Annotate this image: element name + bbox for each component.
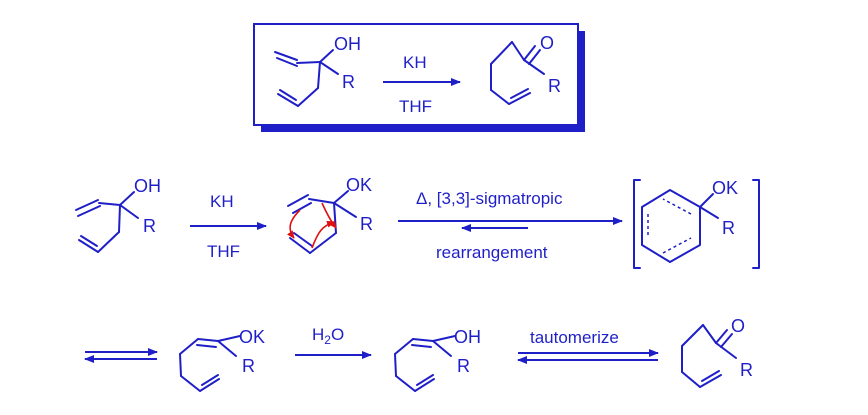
step3-enol: OH R: [394, 327, 481, 392]
step1-reactant-r-label: R: [143, 216, 156, 236]
summary-box-frame: [253, 23, 579, 126]
step3-product-r-label: R: [740, 360, 753, 380]
step3-enol-r-label: R: [457, 356, 470, 376]
step1-arrow: KH THF: [190, 192, 267, 261]
six-membered-ring: [641, 189, 701, 263]
step3-tautomerize-arrow: tautomerize: [517, 328, 659, 364]
step1-alkoxide: OK R: [287, 175, 373, 254]
step1-reactant: OH R: [75, 176, 161, 253]
summary-box: OH R KH THF O R: [253, 23, 585, 132]
step3-enolate: OK R: [179, 327, 265, 392]
step3-enolate-r-label: R: [242, 356, 255, 376]
step3-equilibrium-lead: [84, 348, 158, 363]
step1-reagent-kh: KH: [210, 192, 234, 211]
step1-reagent-thf: THF: [207, 242, 240, 261]
step2-intermediate-r-label: R: [722, 218, 735, 238]
summary-reactant: OH R: [274, 34, 361, 107]
curly-arrow-3: [321, 202, 337, 229]
step3-h2o-arrow: H2O: [295, 325, 372, 359]
step2-condition-top: Δ, [3,3]-sigmatropic: [416, 189, 563, 208]
summary-product: O R: [490, 33, 561, 105]
step1-alkoxide-r-label: R: [360, 214, 373, 234]
step2-equilibrium: Δ, [3,3]-sigmatropic rearrangement: [398, 189, 623, 262]
summary-product-r-label: R: [548, 76, 561, 96]
summary-reagent-kh: KH: [403, 53, 427, 72]
step3-product: O R: [681, 316, 753, 388]
delocalized-bonds: [647, 198, 692, 254]
curly-arrow-1: [287, 209, 301, 239]
summary-arrow: KH THF: [383, 53, 461, 116]
step3-tautomerize-label: tautomerize: [530, 328, 619, 347]
step2-intermediate: OK R: [633, 178, 760, 269]
step3-reagent-h2o: H2O: [312, 325, 344, 347]
step3-enol-oh-label: OH: [454, 327, 481, 347]
summary-reagent-thf: THF: [399, 97, 432, 116]
step1-alkoxide-ok-label: OK: [346, 175, 372, 195]
step2-intermediate-ok-label: OK: [712, 178, 738, 198]
step1-reactant-oh-label: OH: [134, 176, 161, 196]
step3-enolate-ok-label: OK: [239, 327, 265, 347]
summary-reactant-r-label: R: [342, 72, 355, 92]
step3-product-o-label: O: [731, 316, 745, 336]
step2-condition-bottom: rearrangement: [436, 243, 548, 262]
summary-reactant-oh-label: OH: [334, 34, 361, 54]
summary-product-o-label: O: [540, 33, 554, 53]
